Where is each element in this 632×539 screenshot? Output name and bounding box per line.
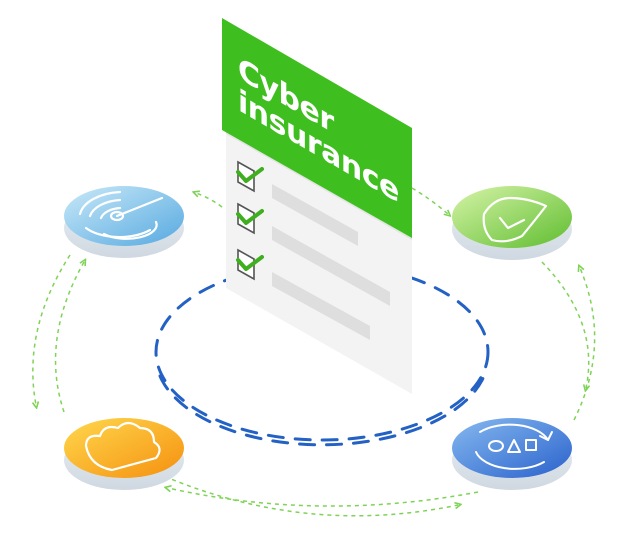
shield-node[interactable] — [452, 186, 572, 260]
checkbox — [237, 160, 255, 193]
checkbox — [237, 202, 255, 235]
arrow-bottom-to-recovery — [149, 469, 458, 517]
arrow-right-up — [573, 268, 596, 421]
checklist-line — [272, 226, 390, 306]
arrow-left-down — [33, 254, 71, 405]
cloud-icon — [84, 421, 161, 472]
insurance-document[interactable]: Cyber insurance — [222, 18, 412, 394]
radar-icon — [78, 190, 164, 240]
recovery-node[interactable] — [452, 418, 572, 490]
arrow-top-to-radar — [196, 193, 223, 208]
checklist-line — [272, 184, 358, 246]
document-header — [222, 18, 412, 238]
checklist-item — [236, 160, 358, 246]
restore-shapes-icon — [475, 423, 553, 470]
check-icon — [236, 255, 264, 271]
checklist-item — [236, 202, 390, 306]
core-ring — [154, 262, 490, 442]
flow-arrows — [33, 187, 596, 517]
arrow-left-up — [54, 262, 84, 413]
arrow-bottom-to-cloud — [168, 488, 479, 507]
checkbox — [237, 248, 255, 281]
check-icon — [236, 209, 264, 225]
arrow-top-to-shield — [411, 187, 448, 214]
cloud-node[interactable] — [64, 418, 184, 490]
arrow-right-down — [541, 261, 589, 388]
check-icon — [236, 167, 264, 183]
checklist-line — [272, 272, 370, 340]
core-ring-front — [158, 374, 486, 447]
radar-node[interactable] — [64, 186, 184, 258]
shield-check-icon — [482, 196, 548, 243]
checklist — [236, 160, 390, 340]
checklist-item — [236, 248, 370, 340]
